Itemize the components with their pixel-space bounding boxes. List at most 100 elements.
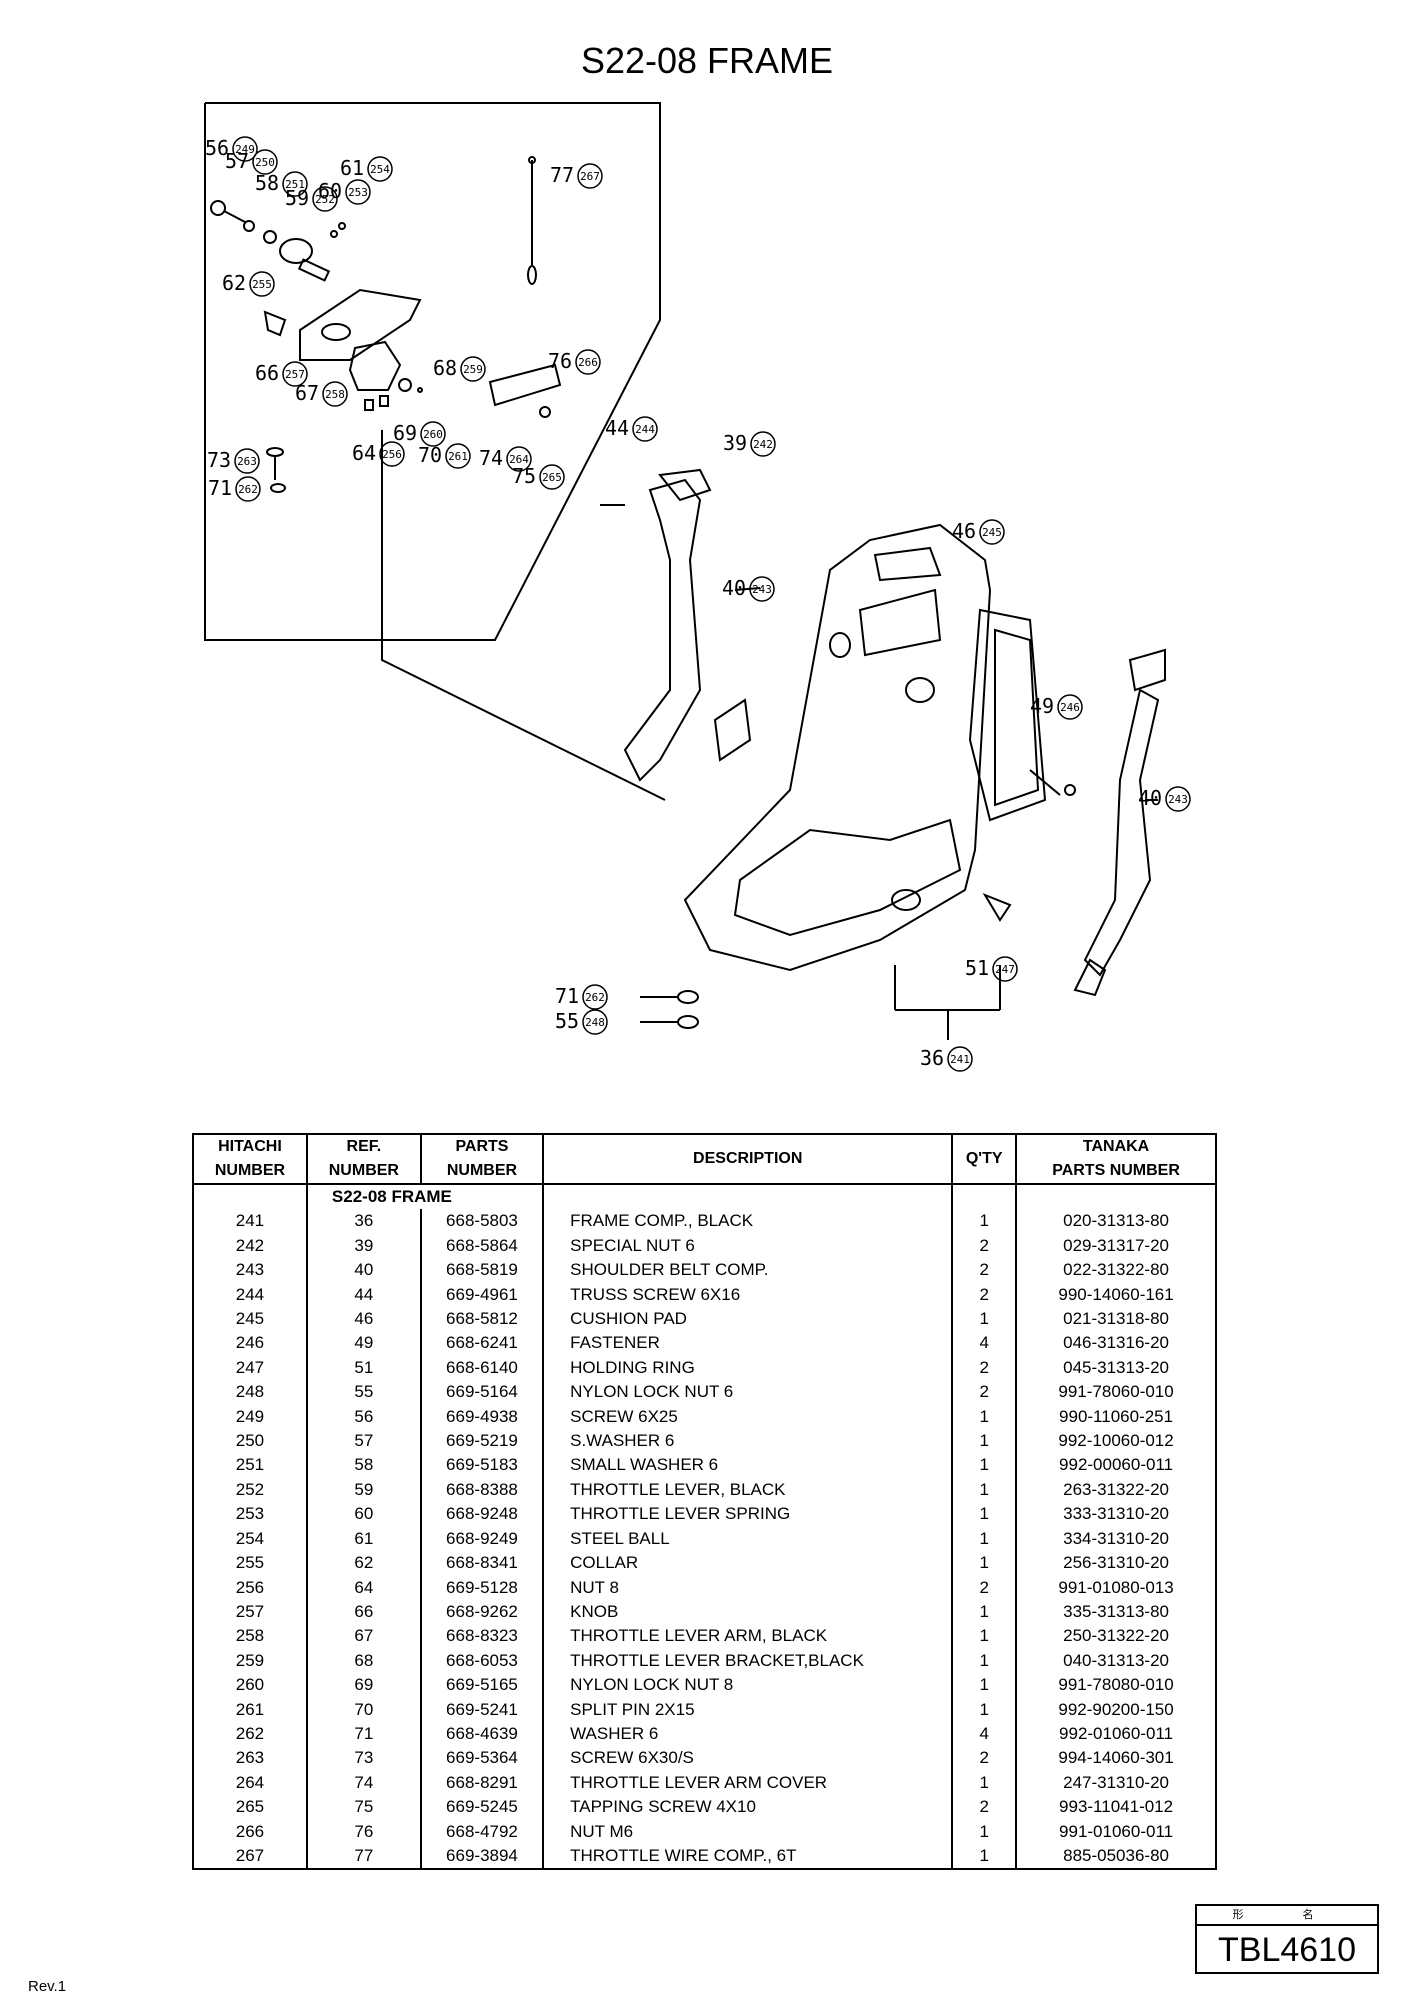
callout-circle (582, 1009, 608, 1035)
description: NUT M6 (542, 1819, 954, 1844)
detail-frame-outline (204, 102, 666, 801)
tanaka-number: 994-14060-301 (1015, 1746, 1217, 1771)
parts-number: 668-6053 (419, 1648, 545, 1674)
parts-number: 668-9248 (419, 1502, 545, 1527)
section-row: S22-08 FRAME (192, 1184, 1217, 1210)
description: SCREW 6X25 (542, 1404, 954, 1430)
ref-number: 69 (305, 1673, 422, 1698)
callout-circle (252, 149, 278, 175)
parts-number: 668-5812 (419, 1307, 545, 1332)
callout-ref-number: 60 (318, 179, 342, 203)
ref-number: 73 (305, 1746, 422, 1771)
callout-circle (234, 448, 260, 474)
description: NUT 8 (542, 1575, 954, 1600)
callout-ref-number: 49 (1030, 694, 1054, 718)
description: COLLAR (542, 1551, 954, 1576)
callout-hitachi-number: 252 (315, 193, 335, 206)
tanaka-number: 029-31317-20 (1015, 1233, 1217, 1259)
parts-number: 668-8388 (419, 1477, 545, 1503)
quantity: 2 (951, 1233, 1018, 1259)
callout-hitachi-number: 266 (578, 356, 598, 369)
description: THROTTLE WIRE COMP., 6T (542, 1843, 954, 1871)
ref-number: 62 (305, 1551, 422, 1576)
tanaka-number: 991-01060-011 (1015, 1819, 1217, 1844)
callout-ref-number: 74 (479, 446, 503, 470)
ref-number: 46 (305, 1307, 422, 1332)
tanaka-number: 045-31313-20 (1015, 1355, 1217, 1381)
callout-hitachi-number: 267 (580, 170, 600, 183)
callout-hitachi-number: 262 (585, 991, 605, 1004)
parts-number: 669-5219 (419, 1429, 545, 1454)
col-qty: Q'TY (951, 1133, 1018, 1185)
callout-ref-number: 71 (208, 476, 232, 500)
quantity: 2 (951, 1282, 1018, 1308)
callout-circle (992, 956, 1018, 982)
callout-hitachi-number: 246 (1060, 701, 1080, 714)
quantity: 1 (951, 1209, 1018, 1234)
parts-number: 669-5183 (419, 1453, 545, 1478)
callout-hitachi-number: 253 (348, 186, 368, 199)
quantity: 2 (951, 1380, 1018, 1405)
ref-number: 49 (305, 1331, 422, 1356)
ref-number: 55 (305, 1380, 422, 1405)
callout-circle (282, 171, 308, 197)
callout-circle (632, 416, 658, 442)
tanaka-number: 992-00060-011 (1015, 1453, 1217, 1478)
description: S.WASHER 6 (542, 1429, 954, 1454)
parts-number: 668-9249 (419, 1526, 545, 1552)
callout-hitachi-number: 250 (255, 156, 275, 169)
quantity: 2 (951, 1795, 1018, 1820)
callout-hitachi-number: 255 (252, 278, 272, 291)
ref-number: 44 (305, 1282, 422, 1308)
callout-ref-number: 55 (555, 1009, 579, 1033)
quantity: 2 (951, 1258, 1018, 1283)
callout-circle (249, 271, 275, 297)
ref-number: 71 (305, 1721, 422, 1747)
callout: 71 262 (555, 984, 608, 1010)
ref-number: 61 (305, 1526, 422, 1552)
tanaka-number: 021-31318-80 (1015, 1307, 1217, 1332)
parts-number: 669-5164 (419, 1380, 545, 1405)
callout-ref-number: 71 (555, 984, 579, 1008)
ref-number: 64 (305, 1575, 422, 1600)
parts-number: 668-8341 (419, 1551, 545, 1576)
callout-hitachi-number: 241 (950, 1053, 970, 1066)
callout-hitachi-number: 257 (285, 368, 305, 381)
tanaka-number: 992-01060-011 (1015, 1721, 1217, 1747)
callout-circle (947, 1046, 973, 1072)
callout-hitachi-number: 259 (463, 363, 483, 376)
hitachi-number: 257 (192, 1599, 308, 1625)
parts-number: 669-5245 (419, 1795, 545, 1820)
hitachi-number: 250 (192, 1429, 308, 1454)
ref-number: 59 (305, 1477, 422, 1503)
backpack-frame-drawing (683, 523, 1047, 972)
ref-number: 58 (305, 1453, 422, 1478)
quantity: 1 (951, 1404, 1018, 1430)
hitachi-number: 247 (192, 1355, 308, 1381)
hitachi-number: 264 (192, 1770, 308, 1796)
parts-number: 668-5803 (419, 1209, 545, 1234)
parts-number: 668-4792 (419, 1819, 545, 1844)
tanaka-number: 046-31316-20 (1015, 1331, 1217, 1356)
description: TAPPING SCREW 4X10 (542, 1795, 954, 1820)
